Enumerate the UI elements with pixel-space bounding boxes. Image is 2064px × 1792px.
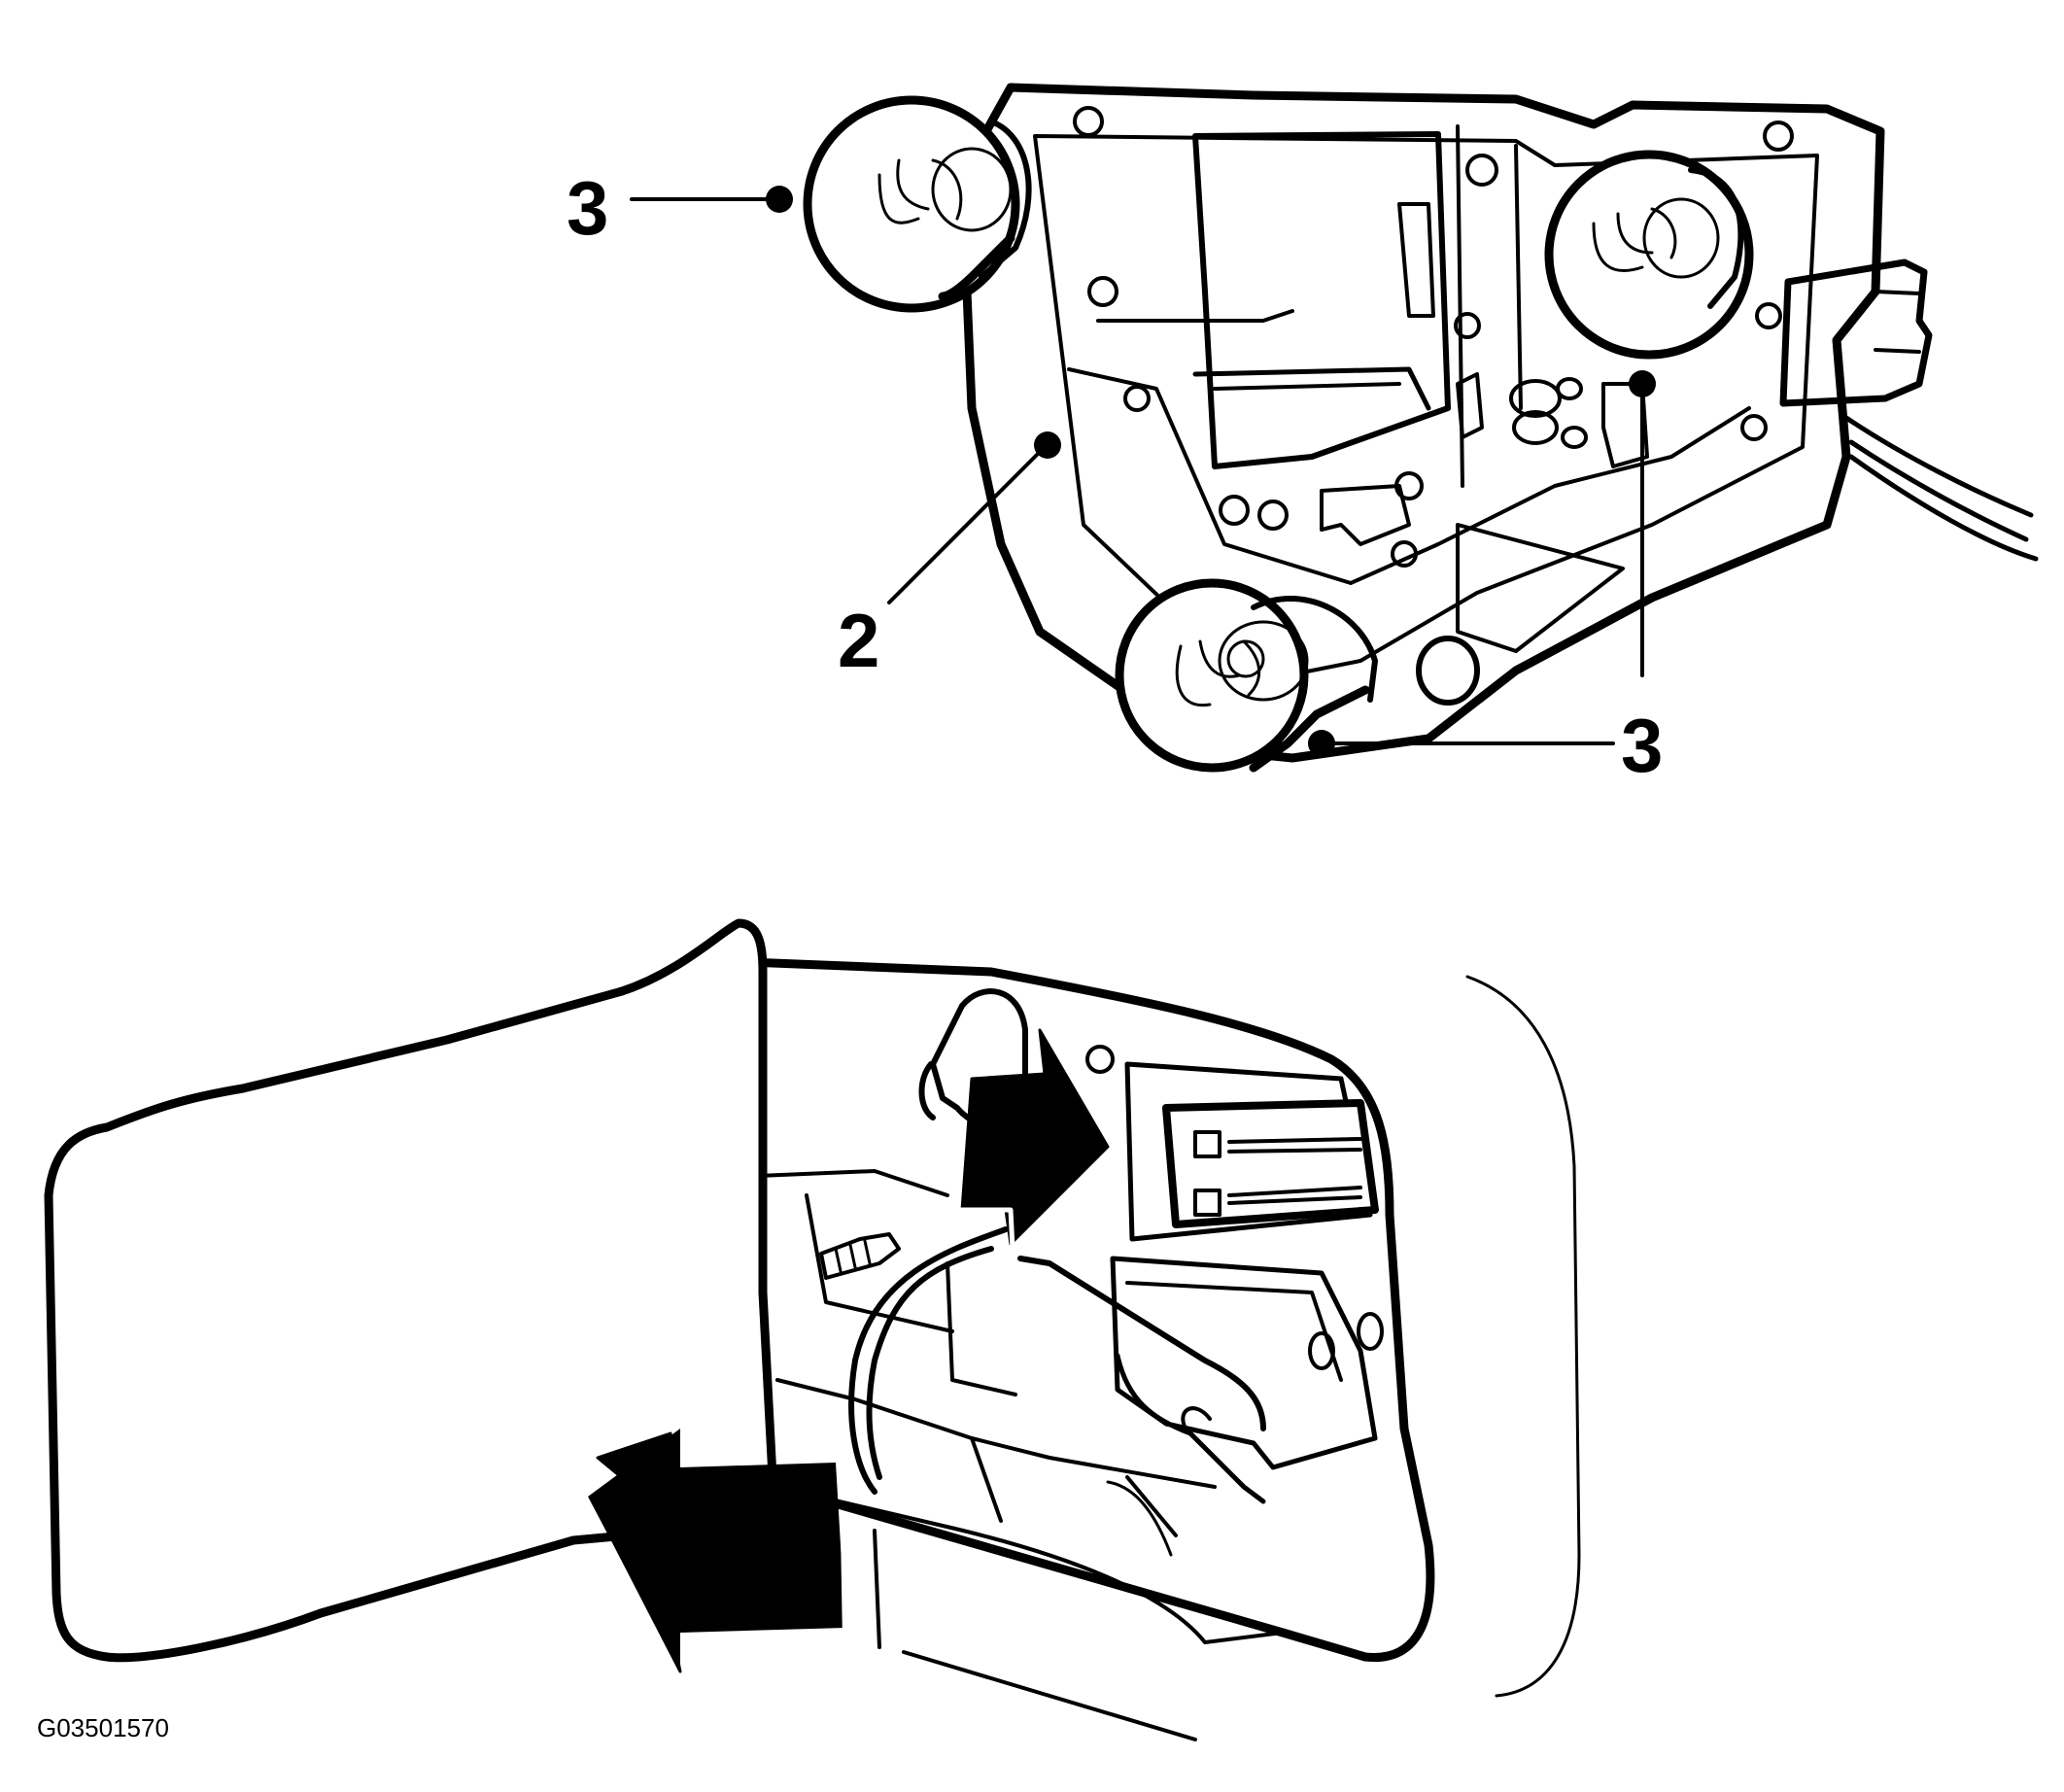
lamp-holder-assembly [803, 83, 2039, 773]
vehicle-rear-panel [44, 918, 1581, 1741]
center-window [1192, 131, 1451, 469]
leader-dot-2 [1034, 431, 1061, 459]
bulb-top-left [803, 95, 1032, 313]
bulb-bottom [1115, 578, 1378, 773]
lamp-opening [743, 957, 1435, 1663]
bulb-right [1544, 150, 1754, 360]
body-panel-contour [1465, 975, 1581, 1698]
callout-leaders [630, 197, 1644, 745]
leader-dot-3 [1629, 370, 1656, 397]
harness-plug [1162, 1099, 1379, 1228]
leader-dot-1 [766, 186, 793, 213]
figure-id: G03501570 [37, 1713, 169, 1742]
callout-bulb-top-left: 3 [567, 165, 609, 251]
lamp-holder-inner-frame [1033, 134, 1819, 682]
wire-harness [1843, 415, 2039, 562]
leader-dot-4 [1308, 730, 1335, 757]
callout-bulb-bottom: 3 [1621, 703, 1664, 788]
connector-plate [1124, 1061, 1373, 1242]
harness-connector [1779, 258, 1933, 407]
socket-wire [848, 1226, 1009, 1495]
lamp-holder-outline [957, 83, 1885, 763]
screw [819, 1232, 901, 1280]
callout-lamp-holder: 2 [838, 598, 880, 683]
